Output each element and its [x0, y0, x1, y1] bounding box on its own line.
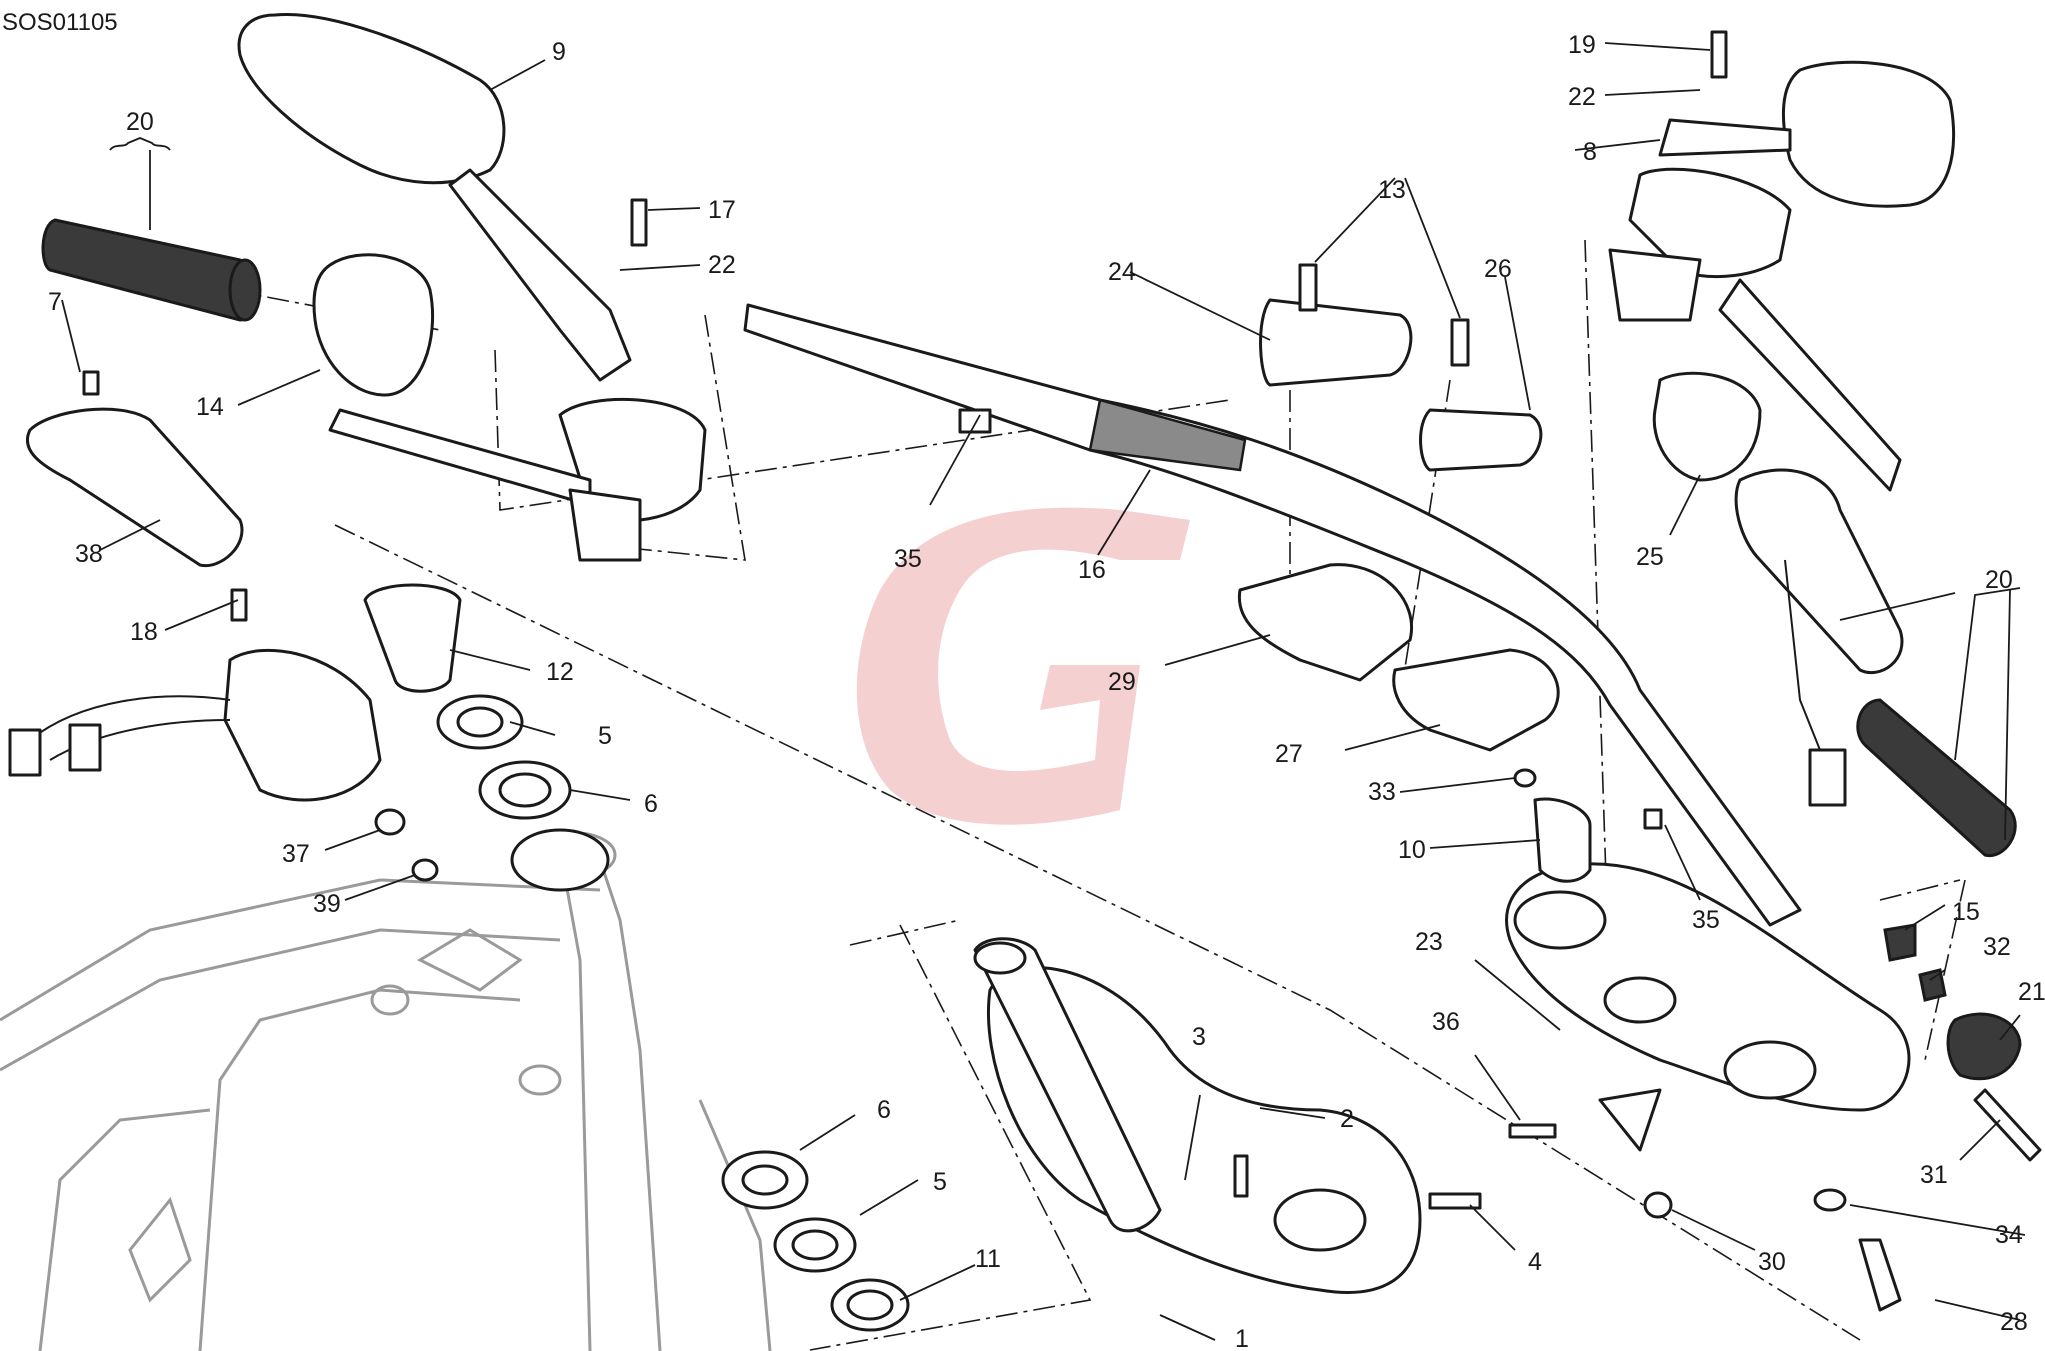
diagram-code: SOS01105	[2, 9, 118, 36]
callout-7: 7	[48, 288, 62, 316]
right-lever-assembly	[1608, 167, 1902, 492]
callout-35b: 35	[1692, 906, 1720, 934]
bushings	[1513, 768, 1592, 883]
callout-9: 9	[552, 38, 566, 66]
callout-11: 11	[975, 1245, 1001, 1273]
callout-33: 33	[1368, 778, 1396, 806]
callout-13: 13	[1378, 176, 1406, 204]
callout-19: 19	[1568, 31, 1596, 59]
callout-23: 23	[1415, 928, 1443, 956]
callout-10: 10	[1398, 836, 1426, 864]
callout-5b: 5	[933, 1168, 947, 1196]
top-yoke	[1505, 862, 1911, 1152]
left-lever-assembly	[328, 397, 707, 562]
right-mirror	[1658, 60, 1956, 208]
left-mirror	[237, 13, 632, 382]
callout-22a: 22	[708, 251, 736, 279]
bracket-20-left	[109, 137, 171, 151]
callout-12: 12	[546, 658, 574, 686]
callout-32: 32	[1983, 933, 2011, 961]
callout-21: 21	[2018, 978, 2045, 1006]
callout-1: 1	[1235, 1325, 1249, 1351]
callout-27: 27	[1275, 740, 1303, 768]
callout-28: 28	[2000, 1308, 2028, 1336]
handlebar-clamps	[1237, 298, 1560, 752]
lower-triple-clamp	[973, 937, 1422, 1294]
steering-stem-lower-parts	[721, 1150, 910, 1332]
callout-30: 30	[1758, 1248, 1786, 1276]
callout-17: 17	[708, 196, 736, 224]
callout-31: 31	[1920, 1161, 1948, 1189]
callout-labels: 1 2 3 4 5 5 6 6 7 8 9 10 11 12 13 14 15 …	[48, 31, 2045, 1351]
right-switch-and-throttle	[1652, 371, 1904, 807]
frame	[0, 831, 772, 1351]
callout-8: 8	[1583, 138, 1597, 166]
callout-6a: 6	[644, 790, 658, 818]
callout-16: 16	[1078, 556, 1106, 584]
callout-29: 29	[1108, 668, 1136, 696]
left-grip	[41, 218, 262, 322]
callout-2: 2	[1340, 1105, 1354, 1133]
callout-15: 15	[1952, 898, 1980, 926]
watermark-logo	[856, 507, 1190, 825]
callout-36: 36	[1432, 1008, 1460, 1036]
callout-26: 26	[1484, 255, 1512, 283]
callout-14: 14	[196, 393, 224, 421]
leader-lines	[61, 42, 2026, 1341]
callout-39: 39	[313, 890, 341, 918]
callout-34: 34	[1995, 1221, 2023, 1249]
callout-3: 3	[1192, 1023, 1206, 1051]
callout-38: 38	[75, 540, 103, 568]
callout-20a: 20	[126, 108, 154, 136]
handlebar	[743, 303, 1802, 927]
callout-6b: 6	[877, 1096, 891, 1124]
callout-4: 4	[1528, 1248, 1542, 1276]
callout-5a: 5	[598, 722, 612, 750]
callout-35a: 35	[894, 545, 922, 573]
callout-18: 18	[130, 618, 158, 646]
key-cover	[26, 407, 244, 568]
bar-end-parts	[1883, 923, 2042, 1162]
callout-22b: 22	[1568, 83, 1596, 111]
callout-20b: 20	[1985, 566, 2013, 594]
right-grip	[1856, 698, 2017, 857]
clamp-bolts	[1298, 263, 1470, 367]
callout-37: 37	[282, 840, 310, 868]
callout-24: 24	[1108, 258, 1136, 286]
steering-stem-top-parts	[363, 583, 610, 892]
left-switch-housing	[312, 253, 435, 397]
callout-25: 25	[1636, 543, 1664, 571]
small-hardware	[82, 30, 1902, 1312]
ignition-switch	[8, 648, 382, 802]
